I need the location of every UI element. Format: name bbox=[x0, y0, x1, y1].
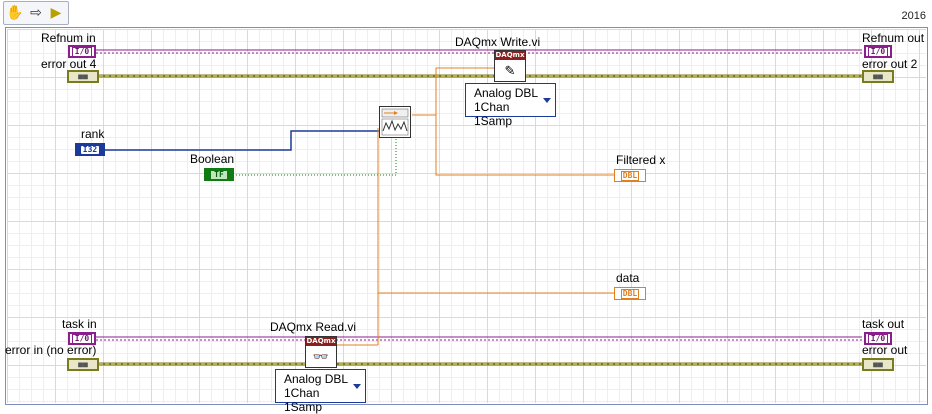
error-out-4-label: error out 4 bbox=[41, 57, 97, 71]
daqmx-write-polymorphic-selector[interactable]: Analog DBL 1Chan 1Samp bbox=[465, 83, 556, 128]
filtered-x-label: Filtered x bbox=[616, 153, 666, 167]
pencil-waveform-icon: ✎ bbox=[504, 62, 516, 78]
boolean-label: Boolean bbox=[190, 152, 235, 166]
task-in-label: task in bbox=[62, 317, 97, 331]
daqmx-read-title: DAQmx Read.vi bbox=[270, 320, 357, 334]
task-in-terminal[interactable]: I/0 bbox=[68, 332, 96, 345]
error-out-4-terminal[interactable]: ■■ bbox=[67, 70, 99, 83]
refnum-in-label: Refnum in bbox=[41, 31, 96, 45]
arrow-right-icon[interactable]: ⇨ bbox=[30, 3, 42, 20]
data-label: data bbox=[616, 271, 640, 285]
data-terminal[interactable]: DBL bbox=[614, 287, 646, 300]
boolean-terminal[interactable]: TF bbox=[204, 168, 234, 181]
filter-subvi[interactable] bbox=[379, 106, 411, 138]
boolean-wire bbox=[236, 138, 397, 176]
daqmx-read-polymorphic-selector[interactable]: Analog DBL 1Chan 1Samp bbox=[275, 369, 366, 414]
glasses-waveform-icon: 👓 bbox=[312, 348, 330, 364]
error-in-label: error in (no error) bbox=[5, 343, 97, 357]
daqmx-write-title: DAQmx Write.vi bbox=[455, 35, 541, 49]
read-selector-line1: Analog DBL bbox=[284, 372, 349, 386]
filter-waveform-icon bbox=[381, 108, 409, 136]
error-out-2-label: error out 2 bbox=[862, 57, 918, 71]
toolbar-button-group bbox=[3, 1, 69, 25]
task-out-label: task out bbox=[862, 317, 905, 331]
error-out-2-terminal[interactable]: ■■ bbox=[862, 70, 894, 83]
task-wire bbox=[96, 336, 862, 341]
refnum-in-terminal[interactable]: I/0 bbox=[68, 45, 96, 58]
daqmx-write-header: DAQmx bbox=[495, 51, 525, 60]
write-selector-line1: Analog DBL bbox=[474, 86, 539, 100]
refnum-wire bbox=[96, 49, 862, 54]
write-selector-line2: 1Chan 1Samp bbox=[474, 100, 513, 128]
daqmx-read-vi[interactable]: DAQmx 👓 bbox=[305, 336, 337, 368]
read-selector-line2: 1Chan 1Samp bbox=[284, 386, 323, 414]
dbl-wires bbox=[337, 67, 614, 346]
filtered-x-terminal[interactable]: DBL bbox=[614, 169, 646, 182]
task-out-terminal[interactable]: I/0 bbox=[864, 332, 892, 345]
error-in-terminal[interactable]: ■■ bbox=[67, 358, 99, 371]
toolbar: ✋ ⇨ ▶ 2016 bbox=[0, 0, 932, 26]
refnum-out-terminal[interactable]: I/0 bbox=[864, 45, 892, 58]
hand-icon[interactable]: ✋ bbox=[6, 3, 24, 20]
version-label: 2016 bbox=[901, 10, 926, 22]
daqmx-read-header: DAQmx bbox=[306, 337, 336, 346]
rank-label: rank bbox=[81, 127, 105, 141]
rank-wire bbox=[105, 130, 379, 151]
refnum-out-label: Refnum out bbox=[862, 31, 925, 45]
rank-terminal[interactable]: I32 bbox=[75, 143, 105, 156]
error-out-label: error out bbox=[862, 343, 908, 357]
daqmx-write-vi[interactable]: DAQmx ✎ bbox=[494, 50, 526, 82]
run-arrow-icon[interactable]: ▶ bbox=[50, 3, 62, 20]
error-out-terminal[interactable]: ■■ bbox=[862, 358, 894, 371]
